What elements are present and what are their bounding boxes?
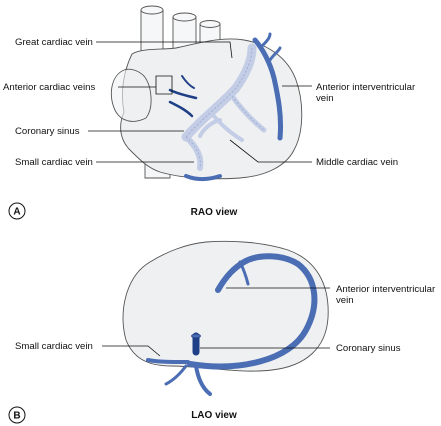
leaders-b: [102, 287, 330, 357]
label-anterior-cardiac-veins-a: Anterior cardiac veins: [3, 82, 95, 93]
label-anterior-interventricular-vein-a-2: vein: [316, 93, 334, 104]
small-cardiac-vein-b: [146, 358, 190, 364]
panel-a-badge: [8, 202, 26, 220]
leaders-a: [88, 41, 312, 163]
small-cardiac-vein-a: [184, 174, 222, 181]
view-title-b: LAO view: [191, 410, 237, 421]
panel-b-badge: [8, 406, 26, 424]
panel-b: Small cardiac vein Anterior interventric…: [8, 240, 436, 424]
label-middle-cardiac-vein-a: Middle cardiac vein: [316, 157, 398, 168]
panel-a-letter: A: [13, 207, 20, 218]
label-coronary-sinus-b: Coronary sinus: [336, 343, 401, 354]
posterior-veins-a: [181, 43, 267, 171]
panel-a: Great cardiac vein Anterior cardiac vein…: [3, 5, 416, 220]
heart-lao: [122, 240, 329, 372]
view-title-a: RAO view: [191, 207, 238, 218]
label-coronary-sinus-a: Coronary sinus: [15, 126, 80, 137]
label-anterior-interventricular-vein-b-2: vein: [336, 295, 354, 306]
anterior-interventricular-vein-b: [187, 253, 318, 370]
right-atrium: [110, 68, 152, 122]
panel-b-letter: B: [13, 411, 20, 422]
label-anterior-interventricular-vein-b-1: Anterior interventricular: [336, 284, 436, 295]
label-small-cardiac-vein-b: Small cardiac vein: [15, 341, 93, 352]
label-anterior-interventricular-vein-a-1: Anterior interventricular: [316, 82, 416, 93]
label-great-cardiac-vein-a: Great cardiac vein: [15, 37, 93, 48]
anterior-interventricular-vein-a: [252, 37, 283, 141]
label-small-cardiac-vein-a: Small cardiac vein: [15, 157, 93, 168]
